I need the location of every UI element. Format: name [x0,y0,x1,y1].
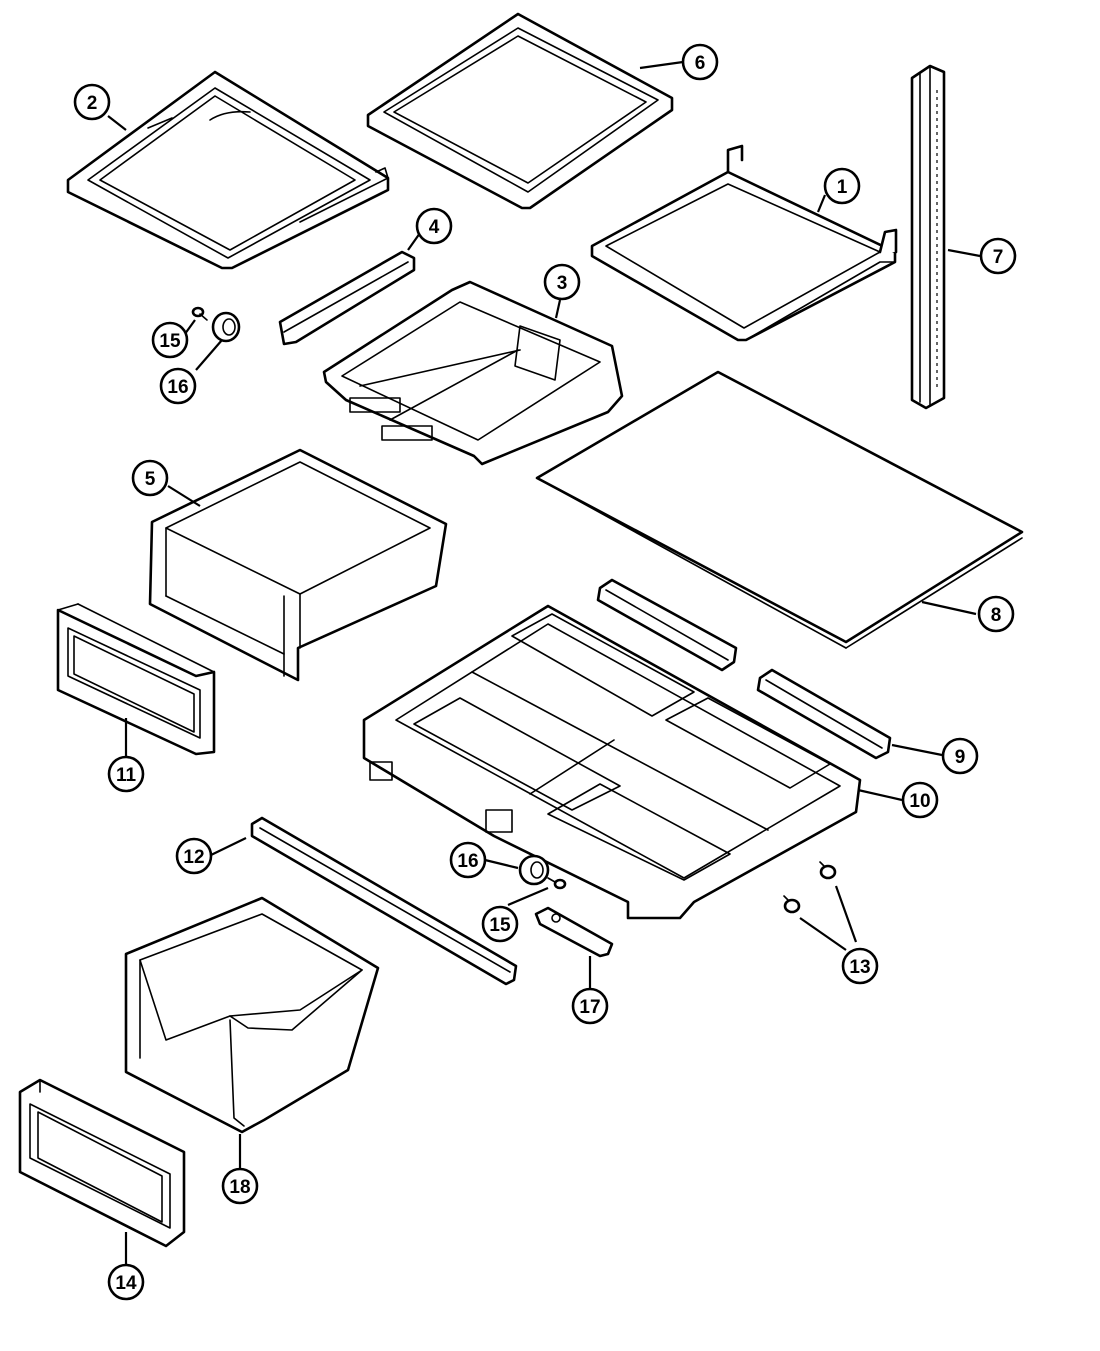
svg-text:15: 15 [489,915,511,936]
part-9-rail-left [596,578,738,672]
callout-13: 13 [841,947,879,985]
svg-text:4: 4 [429,217,440,238]
part-13-screw-a [819,861,837,880]
callout-3: 3 [543,263,581,301]
callout-4: 4 [415,207,453,245]
part-10-crisper-cover-frame [362,604,862,920]
part-5-crisper-pan [148,448,448,682]
svg-text:5: 5 [145,469,156,490]
svg-text:16: 16 [167,377,188,398]
part-11-drawer-front [56,603,216,756]
part-15-screw-lower [547,877,567,890]
callout-1: 1 [823,167,861,205]
callout-12: 12 [175,837,213,875]
callout-17: 17 [571,987,609,1025]
callout-8: 8 [977,595,1015,633]
part-6-shelf [366,12,674,210]
svg-text:6: 6 [695,53,706,74]
callout-6: 6 [681,43,719,81]
svg-text:13: 13 [849,957,870,978]
part-9-rail-right [756,668,892,760]
svg-text:12: 12 [183,847,204,868]
part-13-screw-b [783,895,801,914]
svg-text:1: 1 [837,177,848,198]
svg-text:9: 9 [955,747,966,768]
part-3-drawer-frame [322,280,624,466]
callout-14: 14 [107,1263,145,1301]
callout-5: 5 [131,459,169,497]
callout-10: 10 [901,781,939,819]
callout-15-lower: 15 [481,905,519,943]
part-17-bracket [534,906,614,958]
part-16-roller-upper [211,311,241,343]
part-4-rail [278,250,416,346]
callout-7: 7 [979,237,1017,275]
svg-text:18: 18 [229,1177,250,1198]
part-8-glass-panel [535,370,1024,649]
callout-16-lower: 16 [449,841,487,879]
callout-11: 11 [107,755,145,793]
svg-text:16: 16 [457,851,478,872]
svg-text:3: 3 [557,273,568,294]
svg-text:2: 2 [87,93,98,114]
part-15-screw-upper [191,306,208,321]
svg-text:10: 10 [909,791,930,812]
callout-18: 18 [221,1167,259,1205]
part-2-shelf [66,70,390,270]
callout-15-upper: 15 [151,321,189,359]
part-1-shelf [590,144,898,342]
callout-9: 9 [941,737,979,775]
svg-text:15: 15 [159,331,181,352]
svg-text:14: 14 [115,1273,137,1294]
part-12-rail [250,816,518,986]
svg-text:11: 11 [116,765,137,786]
part-18-crisper-pan [124,896,380,1134]
svg-text:7: 7 [993,247,1004,268]
part-7-rail [910,64,946,410]
part-14-drawer-front [18,1078,186,1248]
callout-16-upper: 16 [159,367,197,405]
svg-text:17: 17 [579,997,600,1018]
callout-2: 2 [73,83,111,121]
leader-lines [107,60,981,1264]
part-16-roller-lower [518,854,550,886]
svg-text:8: 8 [991,605,1002,626]
